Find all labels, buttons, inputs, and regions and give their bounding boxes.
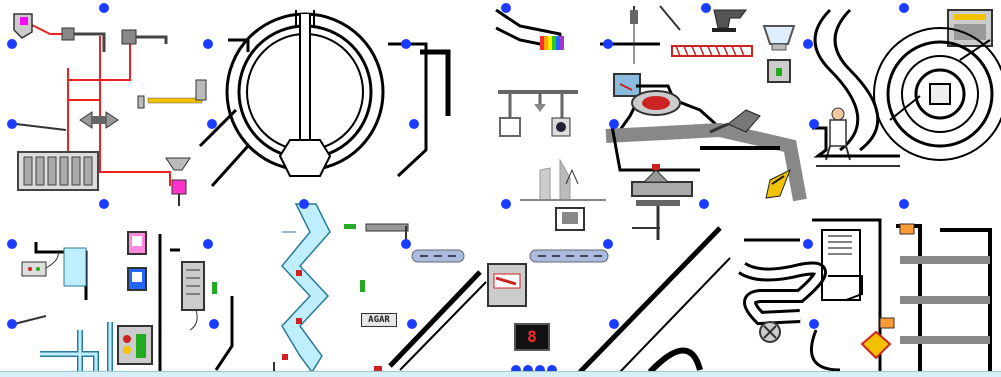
node-dot (409, 119, 419, 129)
node-dot (207, 119, 217, 129)
panel-maze (762, 8, 1001, 167)
pink-jar-icon[interactable] (127, 231, 147, 255)
control-panel-icon[interactable] (947, 9, 993, 47)
funnel-icon[interactable] (165, 157, 191, 206)
valve-icon[interactable] (79, 111, 119, 129)
node-dot (401, 239, 411, 249)
gray-pipe-left[interactable] (411, 249, 465, 263)
node-dot (7, 119, 17, 129)
panel-lab (495, 5, 807, 240)
node-dot (299, 199, 309, 209)
node-dot (203, 239, 213, 249)
node-dot (407, 319, 417, 329)
gray-slab (365, 223, 409, 232)
panel-ring (198, 10, 451, 188)
rainbow-stripe (540, 36, 564, 50)
fan-icon[interactable] (759, 321, 781, 343)
node-dot (501, 3, 511, 13)
gray-pipe-right[interactable] (529, 249, 609, 263)
panel-bottom-mid (388, 249, 609, 375)
node-dot (701, 3, 711, 13)
traffic-light-icon[interactable] (117, 325, 153, 365)
node-dot (803, 239, 813, 249)
node-dot (803, 39, 813, 49)
node-dot (99, 199, 109, 209)
panel-bottom-left (13, 231, 234, 372)
node-dot (203, 39, 213, 49)
spiral-target[interactable] (873, 27, 1001, 161)
panel-bottom-right (810, 218, 992, 372)
tank-icon[interactable] (631, 90, 681, 116)
hexagon-chamber (278, 139, 332, 177)
node-dot (603, 239, 613, 249)
panel-top-left (13, 13, 207, 206)
node-dot (609, 319, 619, 329)
node-dot (603, 39, 613, 49)
gray-tube-left[interactable] (61, 27, 106, 52)
gray-tube-right[interactable] (121, 29, 168, 45)
radiator-icon[interactable] (17, 151, 99, 191)
node-dot (7, 39, 17, 49)
scientist-icon[interactable] (825, 107, 851, 161)
meter-icon[interactable] (21, 251, 59, 277)
node-dot (809, 319, 819, 329)
counter-display: 8 (514, 323, 550, 351)
yellow-rod (147, 97, 203, 104)
node-dot (7, 239, 17, 249)
server-rack-icon[interactable] (181, 261, 205, 311)
anvil-icon[interactable] (712, 9, 747, 32)
warning-sign-icon[interactable] (860, 330, 892, 360)
robot-arm-icon[interactable] (709, 109, 761, 134)
conveyor-icon[interactable] (671, 45, 753, 57)
node-dot (7, 319, 17, 329)
incubator-icon[interactable] (762, 25, 796, 83)
node-dot (609, 119, 619, 129)
press-machine-icon[interactable] (631, 164, 693, 240)
red-markers (282, 270, 382, 372)
node-dot (99, 3, 109, 13)
node-grid (7, 3, 909, 329)
node-dot (899, 199, 909, 209)
meat-grinder-icon[interactable] (487, 263, 527, 307)
orange-coupling-top[interactable] (899, 223, 915, 235)
blue-jar-icon[interactable] (127, 267, 147, 291)
antenna-tv-icon[interactable] (555, 207, 585, 231)
node-dot (501, 199, 511, 209)
node-dot (699, 199, 709, 209)
agar-label: AGAR (361, 313, 397, 327)
bottom-strip (0, 371, 1001, 377)
panel-bottom-track (578, 226, 827, 375)
node-dot (401, 39, 411, 49)
water-channel (281, 203, 331, 374)
node-dot (209, 319, 219, 329)
orange-coupling-bottom[interactable] (879, 317, 895, 329)
shelf-rack[interactable] (498, 90, 578, 137)
green-markers (212, 224, 365, 294)
node-dot (809, 119, 819, 129)
node-dot (899, 3, 909, 13)
